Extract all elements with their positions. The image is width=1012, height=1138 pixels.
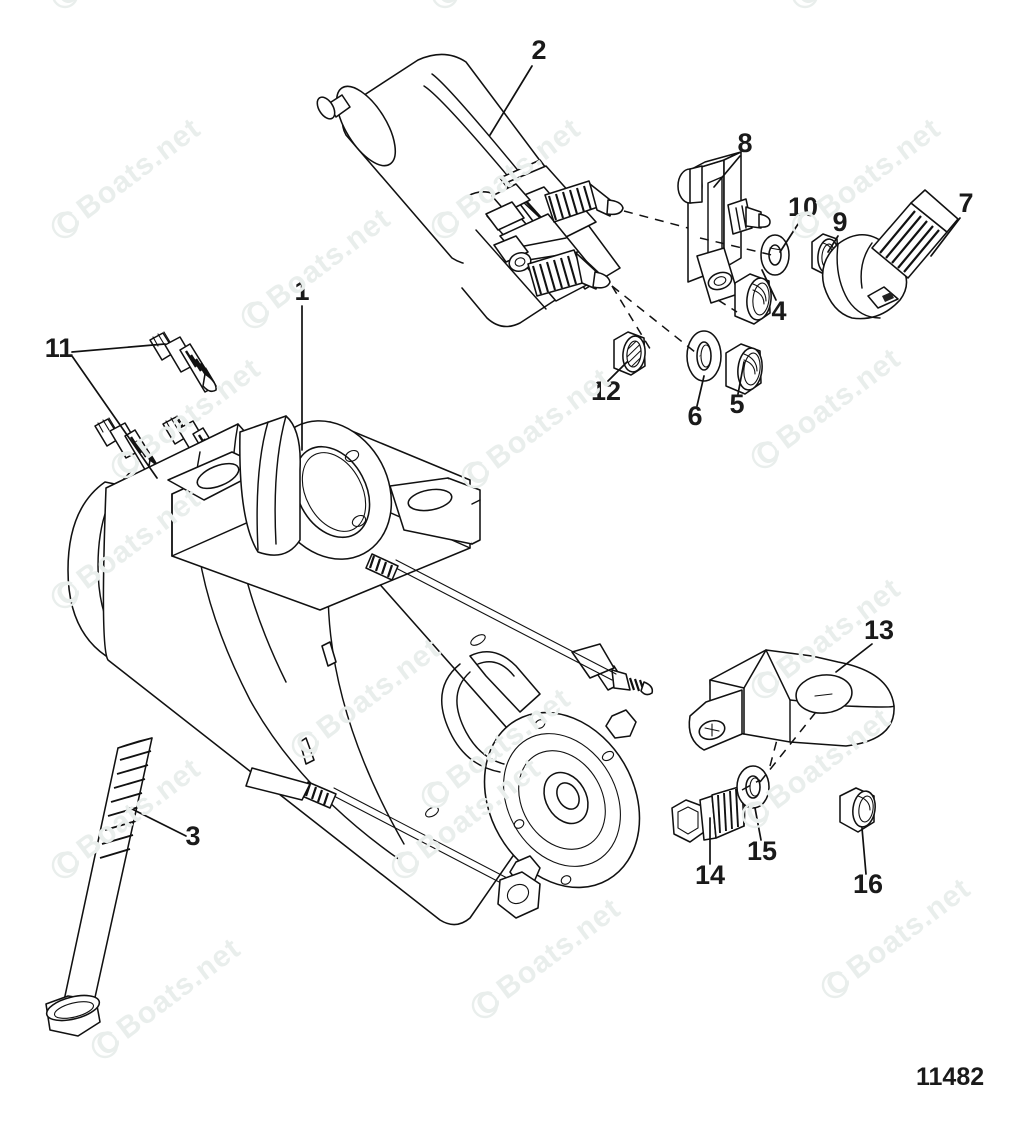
callout-11: 11 bbox=[45, 333, 74, 363]
part-ground-strap-bracket bbox=[688, 649, 895, 751]
part-hex-nut-4 bbox=[734, 273, 772, 325]
part-hex-flange-bolt bbox=[671, 785, 746, 843]
assembly-axis-lines bbox=[611, 210, 777, 357]
part-flat-washer-15 bbox=[736, 765, 770, 809]
solenoid-stud-lower bbox=[527, 249, 611, 297]
part-flat-washer-6 bbox=[686, 330, 722, 382]
diagram-id-number: 11482 bbox=[916, 1063, 985, 1091]
through-bolt-lower bbox=[245, 767, 535, 899]
part-solenoid bbox=[316, 53, 624, 328]
callout-10: 10 bbox=[788, 192, 818, 222]
through-bolt-upper bbox=[365, 553, 617, 681]
callout-7: 7 bbox=[958, 188, 973, 218]
callout-16: 16 bbox=[853, 869, 883, 899]
callout-3: 3 bbox=[185, 821, 200, 851]
part-lock-washer-10 bbox=[760, 234, 790, 276]
callout-leader-lines bbox=[71, 65, 961, 875]
callout-8: 8 bbox=[737, 128, 752, 158]
solenoid-stud-upper bbox=[544, 180, 624, 223]
callout-9: 9 bbox=[832, 207, 847, 237]
callout-12: 12 bbox=[591, 376, 621, 406]
callout-5: 5 bbox=[729, 389, 744, 419]
callout-15: 15 bbox=[747, 836, 777, 866]
part-hex-nut-12 bbox=[613, 331, 646, 376]
part-terminal-boot-bolt bbox=[821, 189, 959, 320]
part-starter-motor-assembly bbox=[67, 415, 654, 926]
callout-4: 4 bbox=[771, 296, 786, 326]
assembly-axis-lines-bracket bbox=[741, 711, 817, 791]
callout-13: 13 bbox=[864, 615, 894, 645]
callout-14: 14 bbox=[695, 860, 725, 890]
callout-6: 6 bbox=[687, 401, 702, 431]
callout-1: 1 bbox=[294, 276, 309, 306]
part-terminal-bracket bbox=[677, 151, 771, 304]
part-hex-nut-16 bbox=[839, 787, 876, 833]
callout-2: 2 bbox=[531, 35, 546, 65]
part-long-through-bolt bbox=[45, 737, 153, 1037]
part-hex-nut-5 bbox=[725, 343, 763, 395]
